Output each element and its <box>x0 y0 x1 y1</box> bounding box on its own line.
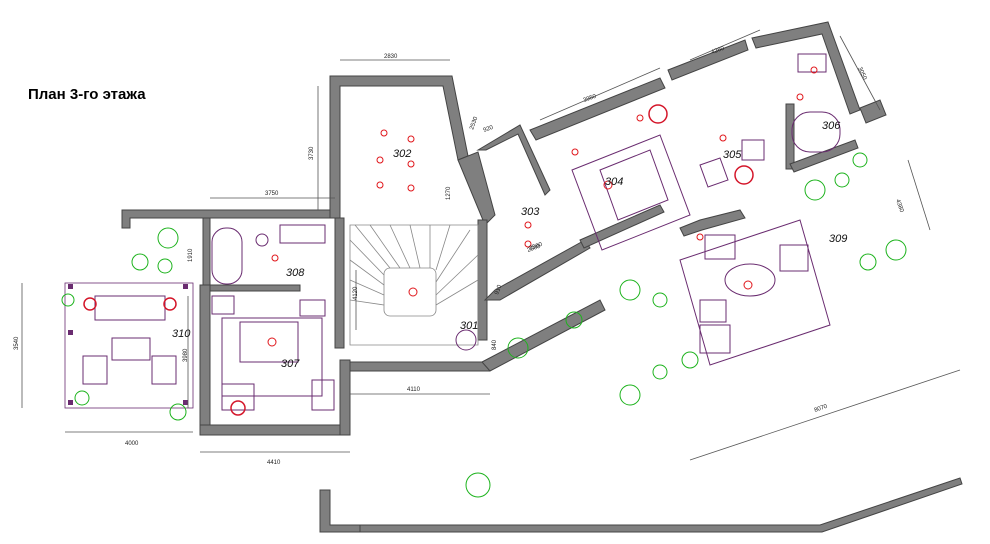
dimension-label: 3730 <box>309 146 315 160</box>
dimension-label: 910 <box>494 284 503 296</box>
dimension-label: 3750 <box>265 191 279 197</box>
room-label: 307 <box>281 358 300 370</box>
dimension-label: 3050 <box>856 66 867 81</box>
landscape-trees <box>61 152 907 498</box>
dimension-label: 4110 <box>407 387 421 393</box>
dimension-label: 3950 <box>583 93 598 103</box>
dimension-label: 3980 <box>183 348 189 362</box>
plan-title: План 3-го этажа <box>28 86 146 103</box>
dimension-lines <box>21 29 961 461</box>
room-label: 306 <box>822 120 841 132</box>
room-label: 303 <box>521 206 540 218</box>
dimension-label: 4260 <box>711 45 726 55</box>
dimension-label: 2530 <box>469 115 479 130</box>
dimension-label: 2830 <box>384 54 398 60</box>
walls <box>121 21 963 533</box>
dimension-label: 4410 <box>267 460 281 466</box>
dimension-label: 920 <box>483 125 495 134</box>
lighting-markers <box>230 66 818 416</box>
dimension-label: 840 <box>492 339 498 350</box>
dimension-label: 3540 <box>14 336 20 350</box>
terrace-310 <box>64 282 194 409</box>
room-label: 302 <box>393 148 411 160</box>
furniture <box>211 53 841 411</box>
dimension-label: 2560 <box>527 243 542 253</box>
room-label: 308 <box>286 267 305 279</box>
dimension-labels: 2830 3730 3750 2530 920 3950 4260 3050 1… <box>14 45 905 466</box>
room-label: 304 <box>605 176 623 188</box>
staircase <box>349 224 479 351</box>
dimension-label: 8070 <box>814 403 829 413</box>
room-label: 309 <box>829 233 847 245</box>
dimension-label: 4120 <box>353 286 359 300</box>
dimension-label: 2560 <box>529 241 544 251</box>
room-labels: 301 302 303 304 305 306 307 308 309 310 <box>172 120 847 370</box>
room-label: 305 <box>723 149 742 161</box>
dimension-label: 4380 <box>894 199 904 214</box>
room-label: 301 <box>460 320 478 332</box>
dimension-label: 4000 <box>125 441 139 447</box>
dimension-label: 1910 <box>188 248 194 262</box>
dimension-label: 1270 <box>446 186 452 200</box>
room-label: 310 <box>172 328 191 340</box>
